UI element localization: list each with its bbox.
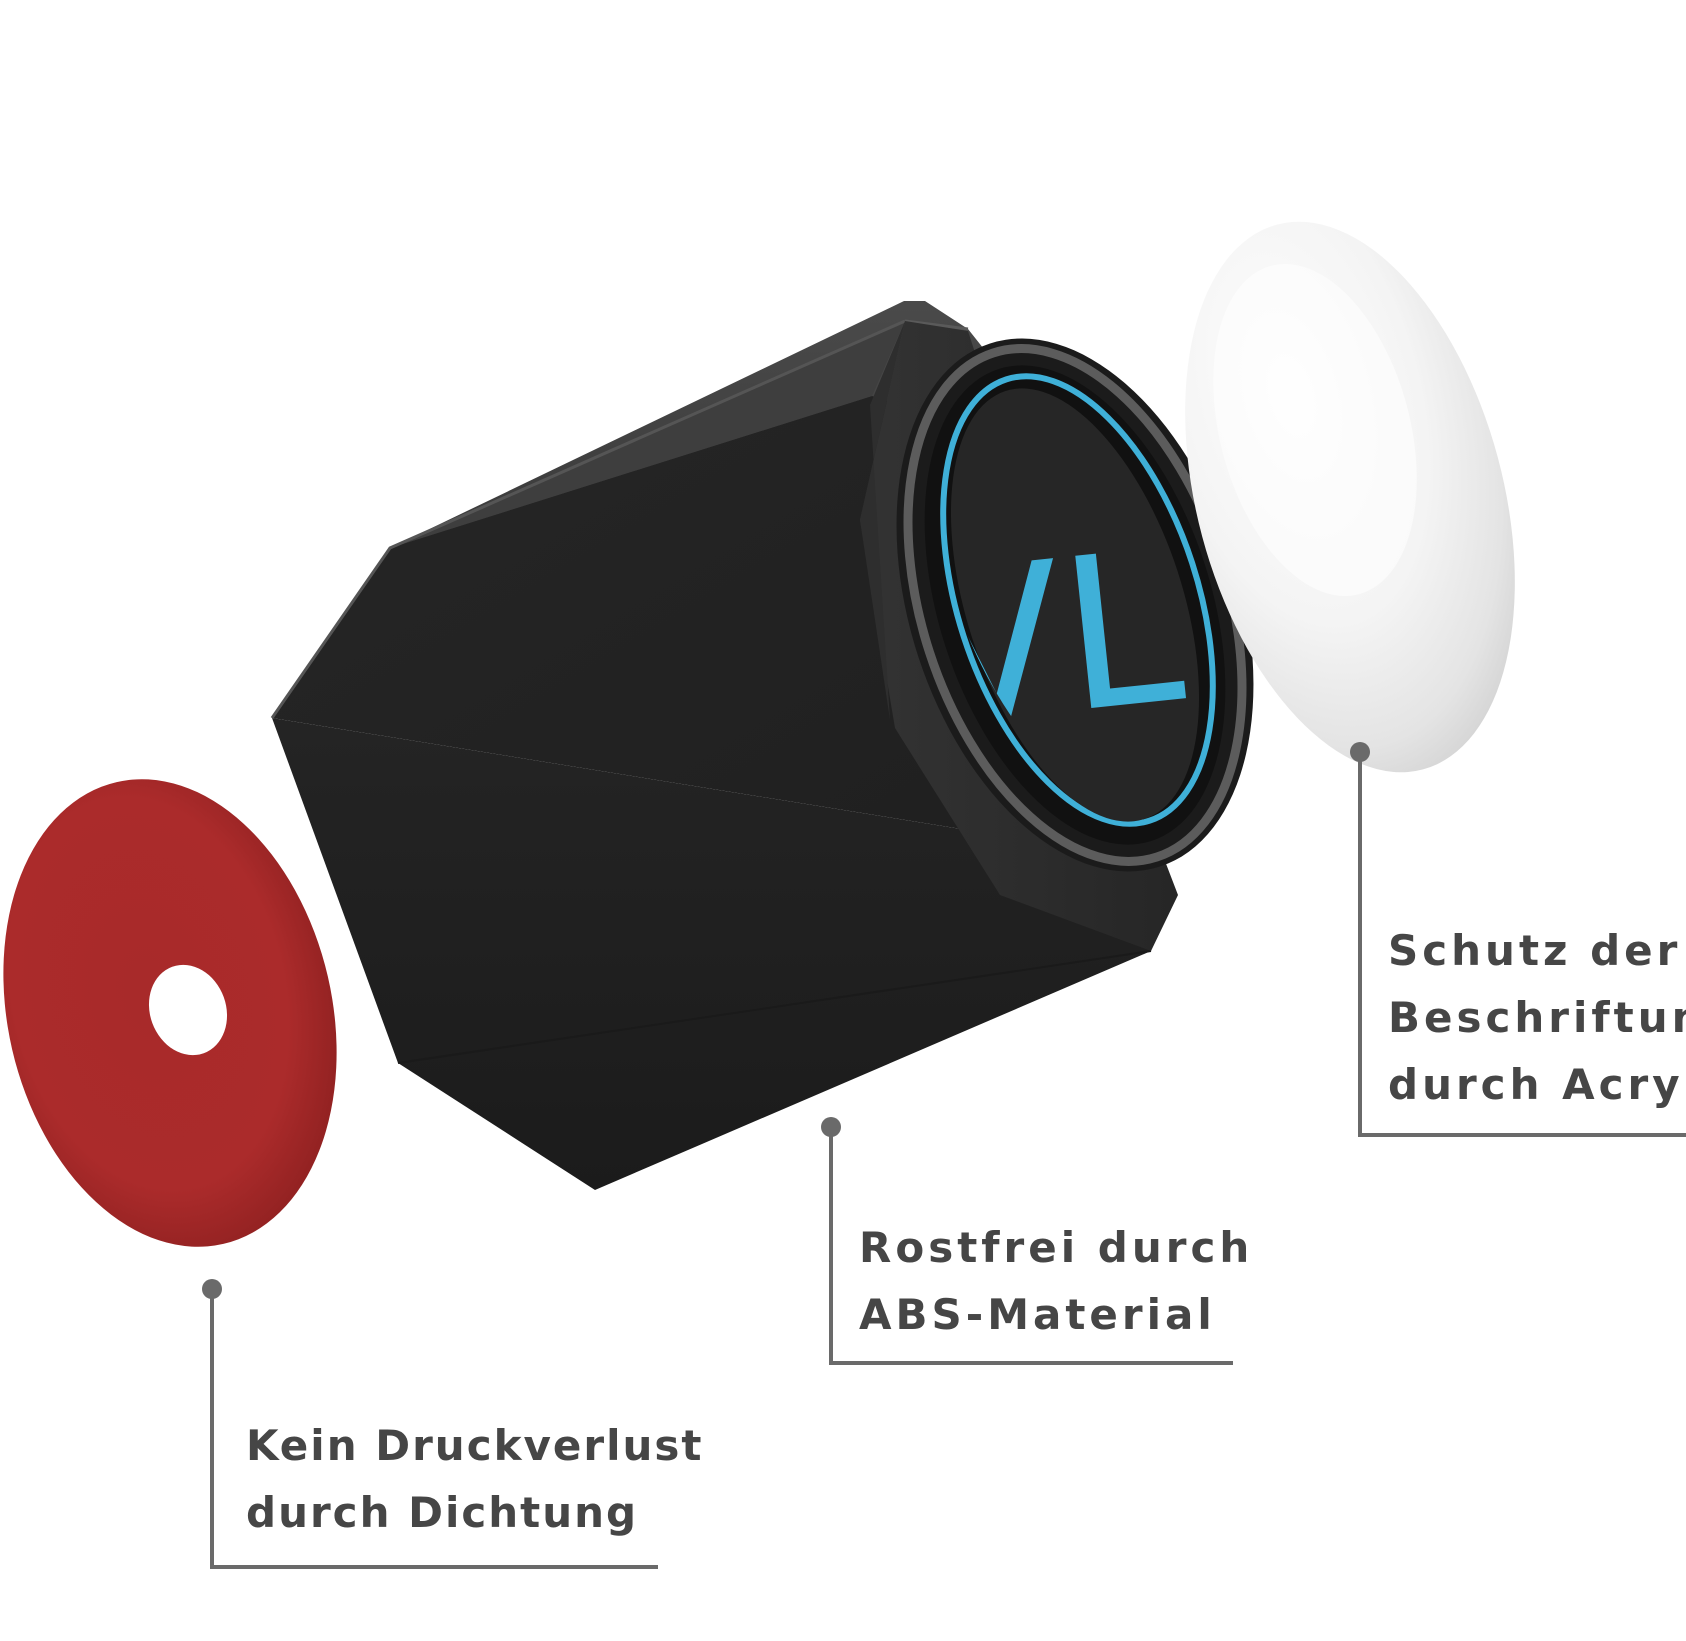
callout-seal-line-2: durch Dichtung: [246, 1488, 639, 1537]
acrylic-cover: [1185, 221, 1515, 773]
callout-abs-line-2: ABS-Material: [859, 1290, 1216, 1339]
leader-line-dichtung: [202, 1279, 658, 1569]
leader-line-abs: [821, 1117, 1233, 1365]
callout-acrylic-line-3: durch Acryl: [1388, 1060, 1686, 1109]
callout-acrylic-line-2: Beschriftung: [1388, 993, 1686, 1042]
callout-acrylic-line-1: Schutz der: [1388, 926, 1682, 975]
callout-acrylic-protection: Schutz der Beschriftung durch Acryl: [1388, 917, 1686, 1118]
callout-seal-line-1: Kein Druckverlust: [246, 1421, 704, 1470]
callout-seal: Kein Druckverlust durch Dichtung: [246, 1412, 703, 1546]
seal-washer: [3, 779, 337, 1247]
callout-abs-material: Rostfrei durch ABS-Material: [859, 1214, 1253, 1348]
cap-end-disc: VL: [896, 338, 1254, 872]
callout-abs-line-1: Rostfrei durch: [859, 1223, 1254, 1272]
leader-line-acryl: [1350, 742, 1686, 1137]
